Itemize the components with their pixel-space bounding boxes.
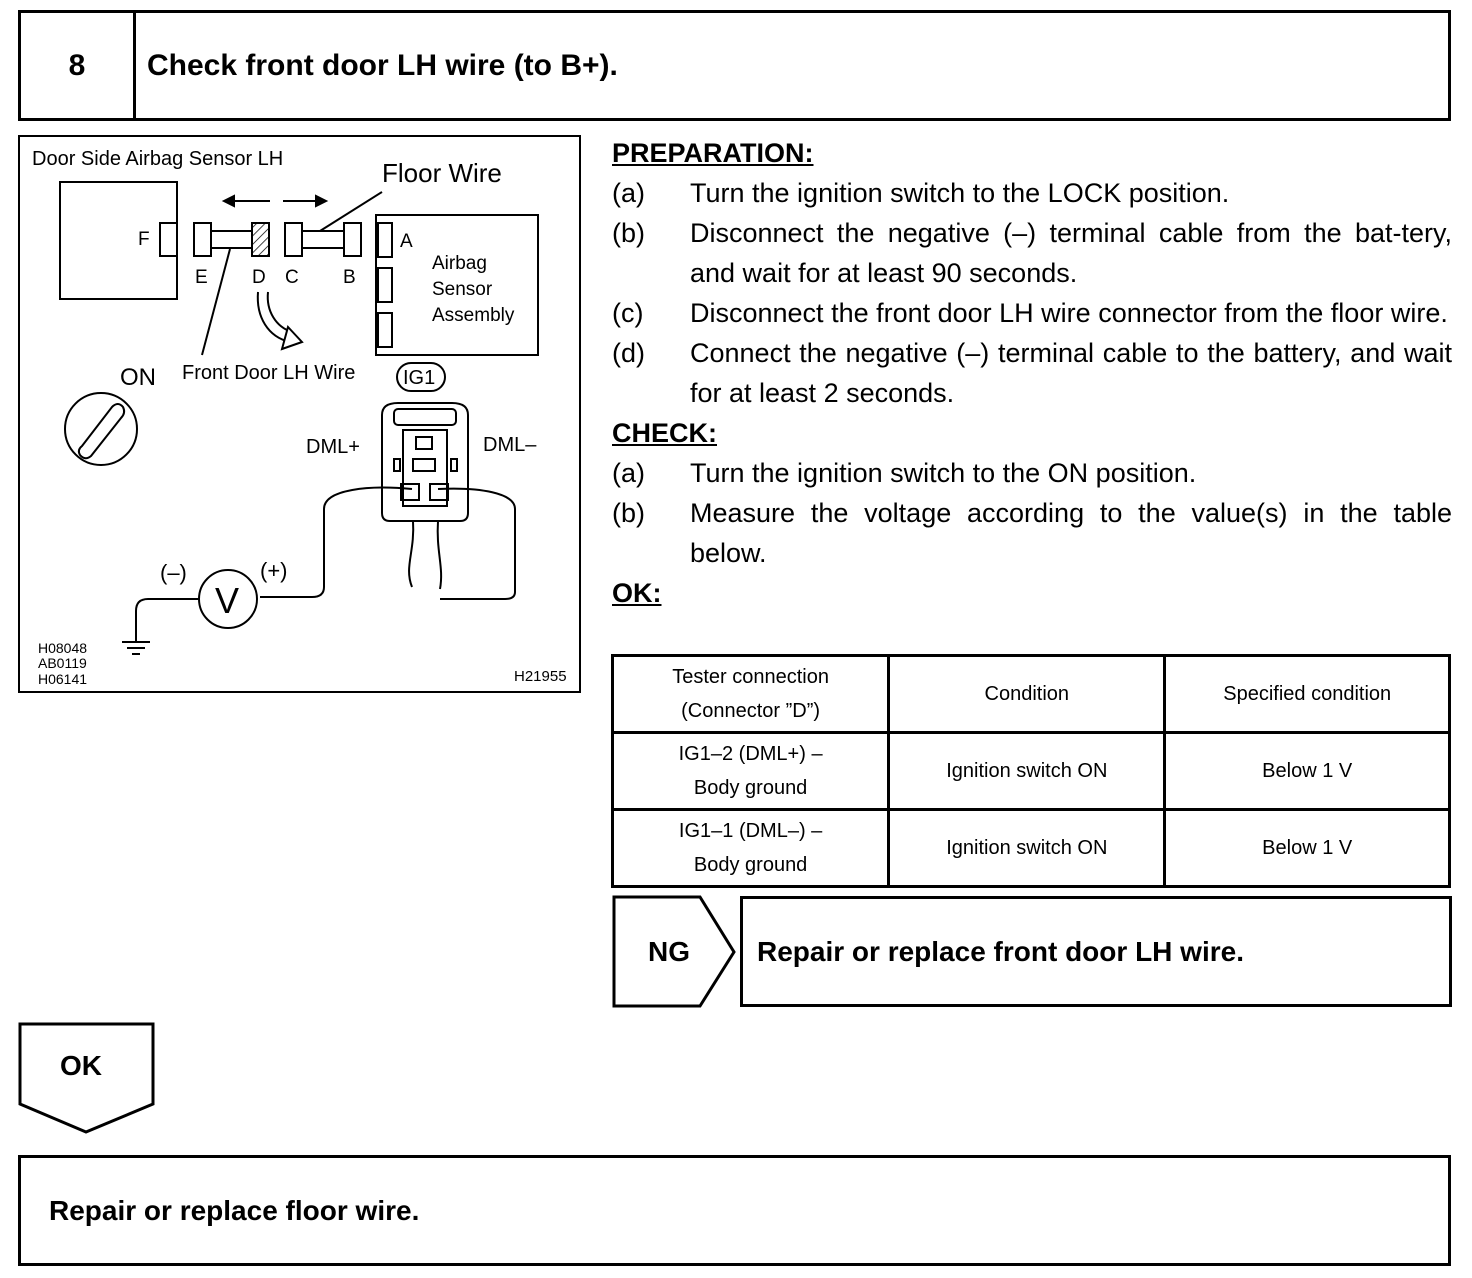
floor-wire-leader (319, 191, 383, 232)
cell-specified: Below 1 V (1163, 731, 1451, 811)
item-label: (b) (612, 218, 645, 248)
spec-table: Tester connection (Connector ”D”) Condit… (610, 654, 1451, 888)
list-item: (a) Turn the ignition switch to the ON p… (612, 453, 1452, 493)
voltmeter-icon: V (198, 569, 258, 629)
connector-b (343, 222, 362, 257)
assembly-label-2: Sensor (432, 279, 493, 300)
minus-label: (–) (160, 560, 187, 585)
floor-wire-label: Floor Wire (382, 158, 502, 188)
cell-condition: Ignition switch ON (887, 731, 1167, 811)
ok-action-box: Repair or replace floor wire. (18, 1155, 1451, 1266)
wiring-diagram-svg: Door Side Airbag Sensor LH Floor Wire F … (32, 148, 567, 687)
code-2: AB0119 (38, 655, 87, 671)
probe-wire-minus (437, 487, 516, 600)
plus-label: (+) (260, 558, 288, 583)
sensor-label: Door Side Airbag Sensor LH (32, 148, 283, 170)
ng-action-text: Repair or replace front door LH wire. (757, 935, 1244, 967)
list-item: (b) Measure the voltage according to the… (612, 493, 1452, 573)
item-text: Turn the ignition switch to the LOCK pos… (690, 178, 1230, 208)
item-label: (b) (612, 498, 645, 528)
ok-action-text: Repair or replace floor wire. (49, 1194, 420, 1226)
front-door-wire-label: Front Door LH Wire (182, 362, 355, 384)
ground-icon (122, 641, 150, 655)
ok-tag: OK (18, 1022, 155, 1134)
step-title: Check front door LH wire (to B+). (147, 48, 618, 82)
item-text: Disconnect the front door LH wire connec… (690, 298, 1448, 328)
instructions: PREPARATION: (a) Turn the ignition switc… (612, 133, 1452, 613)
list-item: (c) Disconnect the front door LH wire co… (612, 293, 1452, 333)
cell-connection-line1: IG1–2 (DML+) – (678, 743, 823, 765)
list-item: (b) Disconnect the negative (–) terminal… (612, 213, 1452, 293)
item-label: (a) (612, 178, 645, 208)
item-text: Disconnect the negative (–) terminal cab… (690, 218, 1452, 288)
front-door-wire-leader (201, 248, 231, 356)
figure-code: H21955 (514, 668, 567, 685)
preparation-heading: PREPARATION: (612, 138, 814, 168)
table-header-row: Tester connection (Connector ”D”) Condit… (610, 654, 1451, 734)
header-tester-line1: Tester connection (672, 666, 829, 688)
on-label: ON (120, 364, 156, 391)
connector-f-label: F (138, 229, 150, 250)
ng-tag: NG (612, 895, 736, 1008)
probe-wire-plus (260, 486, 413, 598)
ig1-label: IG1 (403, 367, 435, 389)
connector-b-label: B (343, 267, 356, 288)
cell-connection-line2: Body ground (693, 777, 808, 799)
list-item: (a) Turn the ignition switch to the LOCK… (612, 173, 1452, 213)
connector-c (284, 222, 303, 257)
connector-d-label: D (252, 267, 266, 288)
voltmeter-label: V (215, 580, 239, 621)
item-label: (c) (612, 298, 644, 328)
curved-arrow-icon (256, 291, 304, 351)
disconnect-arrows (221, 194, 329, 208)
dml-plus-label: DML+ (306, 436, 360, 458)
item-text: Connect the negative (–) terminal cable … (690, 338, 1452, 408)
airbag-sensor-assembly (375, 214, 539, 356)
cell-connection: IG1–1 (DML–) – Body ground (610, 808, 891, 888)
connector-c-label: C (285, 267, 299, 288)
table-row: IG1–2 (DML+) – Body ground Ignition swit… (610, 731, 1451, 811)
check-heading: CHECK: (612, 418, 717, 448)
header-specified: Specified condition (1163, 654, 1451, 734)
ng-action-box: Repair or replace front door LH wire. (740, 896, 1452, 1007)
ng-label: NG (648, 936, 690, 967)
step-header: 8 Check front door LH wire (to B+). (18, 10, 1451, 121)
list-item: (d) Connect the negative (–) terminal ca… (612, 333, 1452, 413)
cell-connection-line1: IG1–1 (DML–) – (678, 820, 823, 842)
code-3: H06141 (38, 671, 87, 687)
ig1-badge (396, 362, 446, 392)
header-tester-line2: (Connector ”D”) (681, 700, 821, 722)
item-label: (a) (612, 458, 645, 488)
connector-e-label: E (195, 267, 208, 288)
wiring-diagram: Door Side Airbag Sensor LH Floor Wire F … (18, 135, 581, 693)
item-text: Turn the ignition switch to the ON posit… (690, 458, 1197, 488)
step-number: 8 (21, 13, 136, 118)
code-1: H08048 (38, 640, 87, 656)
connector-f (159, 222, 178, 257)
connector-d-face (381, 402, 469, 590)
header-tester: Tester connection (Connector ”D”) (610, 654, 891, 734)
header-condition: Condition (887, 654, 1167, 734)
item-text: Measure the voltage according to the val… (690, 498, 1452, 568)
ok-heading: OK: (612, 578, 662, 608)
table-row: IG1–1 (DML–) – Body ground Ignition swit… (610, 808, 1451, 888)
cell-specified: Below 1 V (1163, 808, 1451, 888)
connector-a-label: A (400, 231, 413, 252)
connector-e (193, 222, 212, 257)
cell-condition: Ignition switch ON (887, 808, 1167, 888)
dml-minus-label: DML– (483, 434, 537, 456)
ground-wire (135, 598, 199, 642)
assembly-label-3: Assembly (432, 305, 515, 326)
connector-d (251, 222, 270, 257)
assembly-label-1: Airbag (432, 253, 487, 274)
ignition-switch-icon (64, 392, 138, 466)
cell-connection: IG1–2 (DML+) – Body ground (610, 731, 891, 811)
item-label: (d) (612, 338, 645, 368)
cell-connection-line2: Body ground (693, 854, 808, 876)
ok-label: OK (60, 1050, 102, 1081)
